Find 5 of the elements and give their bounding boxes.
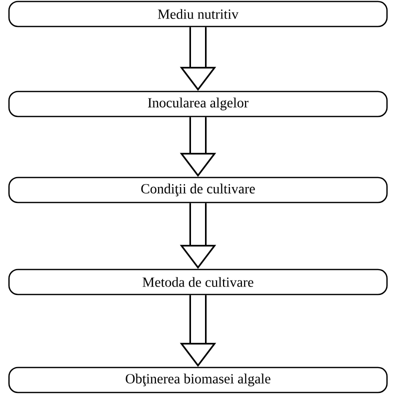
process-box: Metoda de cultivare bbox=[8, 268, 388, 296]
process-box: Obţinerea biomasei algale bbox=[8, 366, 388, 394]
process-box: Condiţii de cultivare bbox=[8, 176, 388, 204]
process-box: Mediu nutritiv bbox=[8, 0, 388, 28]
process-box: Inocularea algelor bbox=[8, 90, 388, 118]
